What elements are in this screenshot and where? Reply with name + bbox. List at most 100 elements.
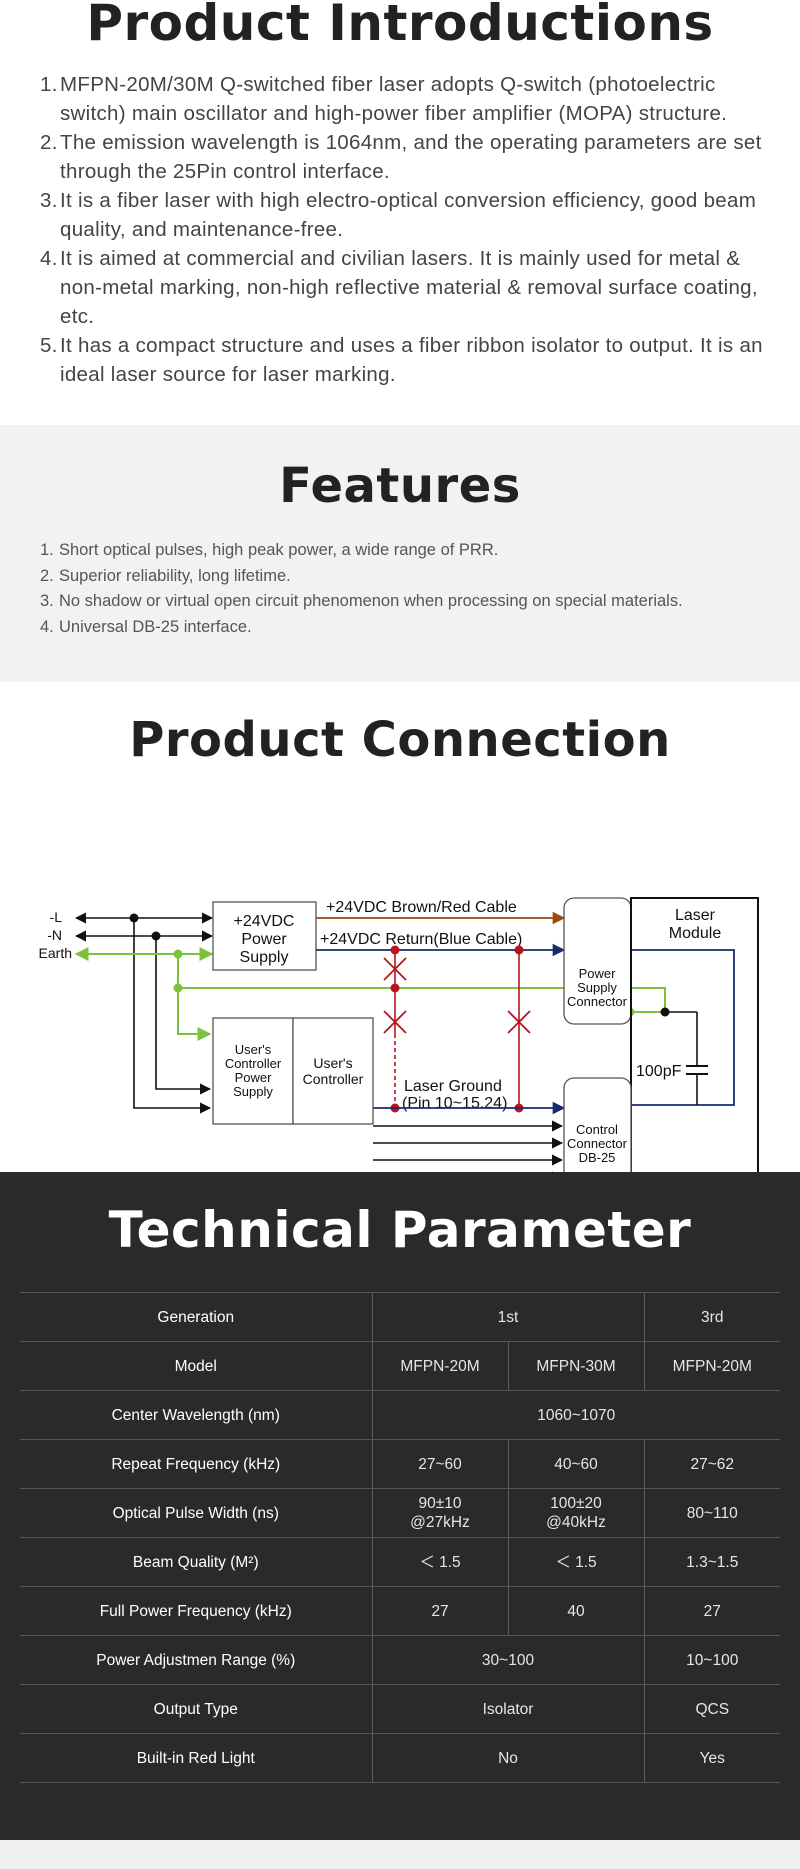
psu-label-3: Supply: [240, 949, 289, 966]
param-label: Full Power Frequency (kHz): [20, 1586, 372, 1636]
features-item-text: Short optical pulses, high peak power, a…: [59, 541, 499, 559]
intro-list: 1.MFPN-20M/30M Q-switched fiber laser ad…: [40, 70, 780, 389]
psu-label-1: +24VDC: [234, 913, 295, 930]
input-l-label: -L: [50, 909, 63, 925]
param-label: Built-in Red Light: [20, 1733, 372, 1783]
wire-earth-drop: [177, 954, 212, 1041]
psu-box: [212, 901, 317, 971]
intro-item-number: 5.: [40, 334, 58, 357]
capacitor-label: 100pF: [636, 1063, 682, 1080]
param-value: ＜ 1.5: [507, 1537, 644, 1587]
intro-item-text: The emission wavelength is 1064nm, and t…: [60, 131, 762, 183]
node-red-1: [390, 945, 400, 955]
ucps-label-1: User's: [235, 1042, 272, 1057]
param-value: No: [371, 1733, 644, 1783]
psc-label-3: Connector: [567, 994, 628, 1009]
features-item: 2. Superior reliability, long lifetime.: [40, 564, 780, 590]
param-value: MFPN-20M: [371, 1341, 508, 1391]
ground-label-1: Laser Ground: [404, 1078, 502, 1095]
ground-label-2: (Pin 10~15.24): [402, 1095, 507, 1112]
intro-item: 1.MFPN-20M/30M Q-switched fiber laser ad…: [40, 70, 780, 128]
param-value: 1060~1070: [371, 1390, 780, 1440]
features-item-text: Superior reliability, long lifetime.: [59, 566, 291, 585]
intro-title: Product Introductions: [86, 0, 714, 52]
intro-item-number: 1.: [40, 73, 58, 96]
intro-item-text: MFPN-20M/30M Q-switched fiber laser adop…: [60, 73, 728, 125]
param-value: 1.3~1.5: [643, 1537, 780, 1587]
brown-cable-label: +24VDC Brown/Red Cable: [326, 899, 517, 916]
intro-item-text: It is aimed at commercial and civilian l…: [60, 247, 758, 328]
features-title: Features: [279, 458, 521, 514]
uc-label-2: Controller: [303, 1071, 364, 1087]
blue-cable-label: +24VDC Return(Blue Cable): [320, 931, 522, 948]
laser-label-1: Laser: [675, 907, 716, 924]
uc-label-1: User's: [313, 1055, 352, 1071]
features-item: 3.No shadow or virtual open circuit phen…: [40, 589, 780, 615]
signal-lines: [373, 1120, 564, 1172]
psc-label-1: Power: [579, 966, 617, 981]
tech-title: Technical Parameter: [108, 1201, 692, 1259]
param-value: 27~60: [371, 1439, 508, 1489]
param-value: QCS: [643, 1684, 780, 1734]
param-label: Output Type: [20, 1684, 372, 1734]
wire-l-drop: [133, 918, 212, 1114]
param-label: Repeat Frequency (kHz): [20, 1439, 372, 1489]
input-n-label: -N: [47, 927, 62, 943]
cross-marks: [383, 957, 531, 1034]
param-value: MFPN-20M: [643, 1341, 780, 1391]
page-footer: [0, 1840, 800, 1869]
ucps-label-2: Controller: [225, 1056, 282, 1071]
param-label: Power Adjustmen Range (%): [20, 1635, 372, 1685]
psu-label-2: Power: [241, 931, 287, 948]
features-item: 4.Universal DB-25 interface.: [40, 615, 780, 641]
intro-item-number: 2.: [40, 131, 58, 154]
control-connector-box: [563, 1077, 632, 1172]
ucps-label-4: Supply: [233, 1084, 273, 1099]
input-earth-label: Earth: [39, 945, 72, 961]
param-value: 80~110: [643, 1488, 780, 1538]
param-value: 1st: [371, 1292, 644, 1342]
param-value: Isolator: [371, 1684, 644, 1734]
connection-section: Product Connection -L -N Earth: [0, 682, 800, 1172]
intro-item: 3.It is a fiber laser with high electro-…: [40, 186, 780, 244]
param-value: MFPN-30M: [507, 1341, 644, 1391]
param-value: 30~100: [371, 1635, 644, 1685]
intro-section: Product Introductions 1.MFPN-20M/30M Q-s…: [0, 0, 800, 425]
features-item-number: 2.: [40, 566, 54, 585]
features-section: Features 1.Short optical pulses, high pe…: [0, 425, 800, 682]
param-row: Center Wavelength (nm)1060~1070: [20, 1390, 780, 1440]
param-value: 27: [371, 1586, 508, 1636]
param-value: 3rd: [643, 1292, 780, 1342]
param-value: ＜ 1.5: [371, 1537, 508, 1587]
param-value: 40~60: [507, 1439, 644, 1489]
param-value: 90±10 @27kHz: [371, 1488, 508, 1538]
param-label: Beam Quality (M²): [20, 1537, 372, 1587]
intro-item-text: It has a compact structure and uses a fi…: [60, 334, 763, 386]
connection-diagram: -L -N Earth +24VDC Power Supply +24VDC B…: [39, 897, 759, 1172]
features-list: 1.Short optical pulses, high peak power,…: [40, 538, 780, 640]
features-item-number: 3.: [40, 592, 54, 610]
intro-item-text: It is a fiber laser with high electro-op…: [60, 189, 757, 241]
intro-item-number: 4.: [40, 247, 58, 270]
param-value: 100±20 @40kHz: [507, 1488, 644, 1538]
uc-box: [292, 1017, 374, 1125]
features-item: 1.Short optical pulses, high peak power,…: [40, 538, 780, 564]
node-red-3: [514, 945, 524, 955]
param-value: Yes: [643, 1733, 780, 1783]
psc-label-2: Supply: [577, 980, 617, 995]
intro-item-number: 3.: [40, 189, 58, 212]
intro-item: 4.It is aimed at commercial and civilian…: [40, 244, 780, 331]
wire-n-drop: [155, 936, 212, 1095]
cc-label-3: DB-25: [579, 1150, 616, 1165]
features-item-text: Universal DB-25 interface.: [59, 617, 252, 636]
wire-earth-laser: [178, 987, 666, 1012]
param-value: 40: [507, 1586, 644, 1636]
